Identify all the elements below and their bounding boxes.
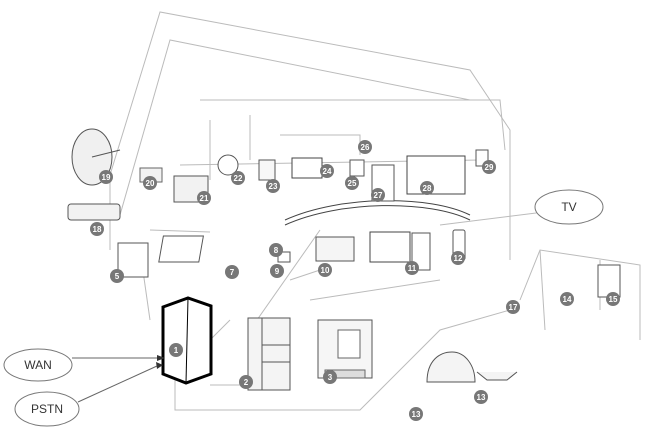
number-badge: 26: [358, 140, 372, 154]
wireless-link: [284, 200, 471, 226]
number-badge-label: 15: [609, 295, 618, 304]
number-badge-label: 28: [423, 184, 432, 193]
number-badge-label: 17: [509, 303, 518, 312]
number-badge: 7: [225, 265, 239, 279]
number-badge-label: 29: [485, 163, 494, 172]
number-badge-label: 10: [321, 266, 330, 275]
number-badge-label: 22: [234, 174, 243, 183]
number-badge-label: 3: [328, 373, 333, 382]
number-badge: 20: [143, 176, 157, 190]
number-badge-label: 2: [244, 378, 249, 387]
number-badge: 18: [90, 222, 104, 236]
cloud-pstn-label: PSTN: [31, 402, 63, 416]
number-badge-label: 26: [361, 143, 370, 152]
number-badge-label: 25: [348, 179, 357, 188]
cloud-tv: TV: [534, 189, 604, 225]
number-badge: 21: [197, 191, 211, 205]
number-badge-label: 24: [323, 167, 332, 176]
cloud-links: [72, 355, 165, 403]
number-badge-label: 11: [408, 264, 417, 273]
cloud-tv-label: TV: [561, 200, 576, 214]
number-badge-label: 9: [275, 267, 280, 276]
number-badge-label: 13: [477, 393, 486, 402]
number-badge-label: 21: [200, 194, 209, 203]
number-badge-label: 7: [230, 268, 235, 277]
number-badge: 12: [451, 251, 465, 265]
number-badge-label: 1: [174, 346, 179, 355]
number-badge: 1: [169, 343, 183, 357]
number-badge: 17: [506, 300, 520, 314]
hub-cabinet: [161, 296, 213, 385]
cloud-wan: WAN: [3, 348, 73, 382]
number-badge: 10: [318, 263, 332, 277]
number-badge: 28: [420, 181, 434, 195]
number-badge-label: 14: [563, 295, 572, 304]
number-badge: 15: [606, 292, 620, 306]
number-badge: 11: [405, 261, 419, 275]
number-badge: 14: [560, 292, 574, 306]
number-badge-label: 23: [269, 182, 278, 191]
number-badge: 22: [231, 171, 245, 185]
cloud-wan-label: WAN: [24, 358, 52, 372]
number-badge: 13: [474, 390, 488, 404]
number-badge-label: 18: [93, 225, 102, 234]
number-badge-label: 8: [274, 246, 279, 255]
server-rack: [247, 317, 291, 391]
number-badge: 23: [266, 179, 280, 193]
equipment-row: [67, 149, 621, 383]
number-badge: 3: [323, 370, 337, 384]
number-badge: 2: [239, 375, 253, 389]
satellite-dish: [71, 128, 121, 186]
appliance-box: [317, 319, 373, 379]
number-badge: 5: [110, 269, 124, 283]
number-badge: 19: [99, 170, 113, 184]
number-badge-label: 5: [115, 272, 120, 281]
number-badge: 25: [345, 176, 359, 190]
number-badge-label: 27: [374, 191, 383, 200]
number-badge-label: 12: [454, 254, 463, 263]
number-badge: 8: [269, 243, 283, 257]
number-badge: 24: [320, 164, 334, 178]
number-badge-label: 13: [412, 410, 421, 419]
number-badge-label: 20: [146, 179, 155, 188]
number-badge: 29: [482, 160, 496, 174]
cloud-pstn: PSTN: [14, 391, 80, 427]
number-badge: 13: [409, 407, 423, 421]
number-badge: 9: [270, 264, 284, 278]
number-badge-label: 19: [102, 173, 111, 182]
number-badge: 27: [371, 188, 385, 202]
